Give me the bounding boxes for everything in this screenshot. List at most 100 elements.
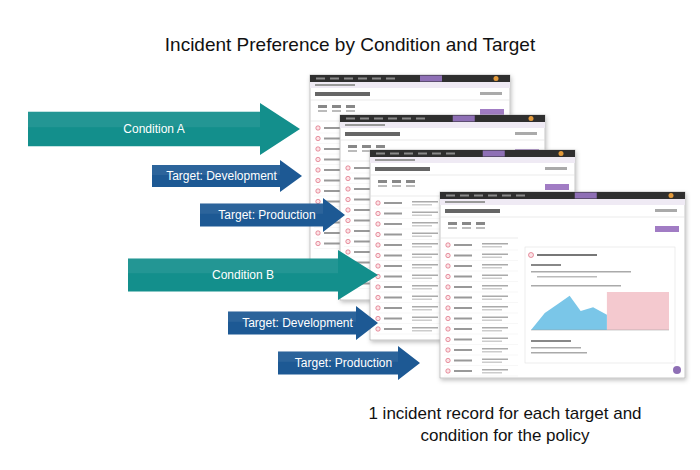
row-text <box>412 257 432 259</box>
row-text <box>412 296 438 298</box>
nav-item <box>388 118 397 120</box>
nav-item <box>390 153 399 155</box>
incident-icon <box>446 306 450 310</box>
nav-item <box>372 78 381 80</box>
incident-icon <box>446 348 450 352</box>
stat-block <box>406 185 415 187</box>
stat-block <box>376 145 385 148</box>
row-text <box>412 278 432 280</box>
row-text <box>412 212 438 214</box>
nav-item <box>344 78 353 80</box>
row-text <box>412 222 438 224</box>
screenshot-window <box>440 192 685 378</box>
target-arrow: Target: Development <box>228 306 378 340</box>
stat-block <box>448 222 457 225</box>
stat-block <box>346 105 355 108</box>
row-text <box>482 348 508 350</box>
row-text <box>482 285 508 287</box>
row-text <box>482 306 508 308</box>
row-text <box>412 299 432 301</box>
row-text <box>384 202 402 204</box>
detail-text <box>531 347 581 349</box>
user-avatar <box>494 76 499 81</box>
user-avatar <box>529 116 534 121</box>
incident-icon <box>376 222 380 226</box>
row-text <box>384 328 402 330</box>
row-text <box>482 320 502 322</box>
row-text <box>412 201 438 203</box>
nav-item <box>374 118 383 120</box>
user-avatar <box>559 151 564 156</box>
row-text <box>354 220 372 222</box>
stat-block <box>332 110 341 112</box>
nav-item <box>376 153 385 155</box>
row-text <box>384 297 402 299</box>
row-text <box>324 232 342 234</box>
window-subbar <box>310 82 510 88</box>
row-text <box>384 255 402 257</box>
row-text <box>454 318 472 320</box>
incident-icon <box>376 295 380 299</box>
row-text <box>482 267 502 269</box>
stat-block <box>318 105 327 108</box>
condition-arrow: Condition B <box>128 250 378 300</box>
row-text <box>482 362 502 364</box>
row-text <box>384 307 402 309</box>
row-rule <box>444 313 518 314</box>
row-text <box>454 244 472 246</box>
row-text <box>384 286 402 288</box>
row-text <box>454 286 472 288</box>
row-rule <box>444 260 518 261</box>
arrow-label: Target: Development <box>166 169 277 183</box>
divider <box>440 217 685 218</box>
breadcrumb <box>345 124 385 126</box>
arrow-label-box: Condition A <box>28 112 280 146</box>
row-rule <box>444 323 518 324</box>
window-subbar <box>440 199 685 205</box>
incident-icon <box>316 178 320 182</box>
incident-icon <box>346 208 350 212</box>
arrow-label: Target: Production <box>295 356 392 370</box>
nav-item <box>402 118 411 120</box>
app-badge <box>575 193 597 199</box>
row-text <box>412 204 432 206</box>
incident-icon <box>376 316 380 320</box>
breadcrumb <box>445 201 485 203</box>
row-text <box>384 318 402 320</box>
stat-block <box>378 180 387 183</box>
row-text <box>454 349 472 351</box>
row-text <box>384 265 402 267</box>
nav-item <box>404 153 413 155</box>
row-text <box>454 265 472 267</box>
incident-icon <box>346 239 350 243</box>
row-text <box>454 276 472 278</box>
row-text <box>384 234 402 236</box>
row-text <box>482 309 502 311</box>
nav-item <box>418 153 427 155</box>
incident-icon <box>376 232 380 236</box>
row-text <box>412 275 438 277</box>
nav-item <box>474 195 483 197</box>
row-rule <box>444 281 518 282</box>
detail-text <box>531 340 571 342</box>
divider <box>310 100 510 101</box>
stat-block <box>406 180 415 183</box>
row-text <box>354 188 372 190</box>
incident-icon <box>376 264 380 268</box>
row-text <box>482 243 508 245</box>
incident-icon <box>376 211 380 215</box>
target-arrow: Target: Development <box>152 160 302 192</box>
row-text <box>482 278 502 280</box>
heading-link <box>655 209 677 212</box>
row-text <box>482 317 508 319</box>
row-text <box>354 209 372 211</box>
row-text <box>482 330 502 332</box>
chart-area <box>531 296 607 330</box>
detail-text <box>531 285 621 287</box>
target-arrow: Target: Production <box>200 198 345 232</box>
page-heading <box>445 209 500 213</box>
row-text <box>324 243 342 245</box>
row-text <box>354 241 372 243</box>
arrow-body <box>228 306 378 340</box>
